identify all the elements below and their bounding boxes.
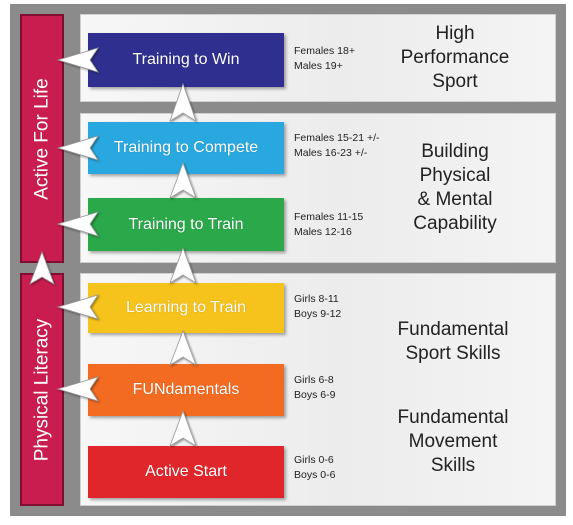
- category-line: High: [435, 23, 475, 44]
- left-arrow-icon: [56, 47, 99, 73]
- stage-learning-to-train: Learning to Train: [88, 283, 284, 333]
- category-line: Physical: [419, 165, 491, 186]
- ages-line: Females 18+: [294, 45, 355, 57]
- stage-active-start: Active Start: [88, 446, 284, 498]
- ages-line: Females 15-21 +/-: [294, 132, 380, 144]
- up-arrow-icon: [169, 246, 197, 284]
- category-line: & Mental: [417, 189, 493, 210]
- category-line: Sport Skills: [405, 343, 501, 364]
- left-arrow-icon: [56, 294, 99, 320]
- ages-line: Males 12-16: [294, 226, 352, 238]
- category-high-performance: High Performance Sport: [380, 22, 530, 94]
- ages-line: Females 11-15: [294, 211, 364, 223]
- stage-training-to-train: Training to Train: [88, 198, 284, 251]
- category-fundamental-movement: Fundamental Movement Skills: [378, 406, 528, 478]
- ages-line: Boys 6-9: [294, 389, 336, 401]
- ages-training-to-compete: Females 15-21 +/- Males 16-23 +/-: [294, 131, 380, 161]
- stage-training-to-win: Training to Win: [88, 33, 284, 87]
- left-arrow-icon: [56, 376, 99, 402]
- stage-fundamentals: FUNdamentals: [88, 364, 284, 416]
- ages-line: Males 19+: [294, 60, 343, 72]
- category-building-capability: Building Physical & Mental Capability: [380, 140, 530, 236]
- ages-active-start: Girls 0-6 Boys 0-6: [294, 453, 335, 483]
- stage-fundamentals-label: FUNdamentals: [132, 381, 240, 398]
- ages-line: Males 16-23 +/-: [294, 147, 368, 159]
- stage-training-to-train-label: Training to Train: [128, 215, 244, 233]
- up-arrow-icon: [29, 250, 55, 285]
- category-line: Capability: [413, 213, 497, 234]
- stage-training-to-win-label: Training to Win: [132, 51, 240, 68]
- ages-line: Boys 0-6: [294, 469, 336, 481]
- ages-learning-to-train: Girls 8-11 Boys 9-12: [294, 292, 341, 322]
- ages-training-to-win: Females 18+ Males 19+: [294, 44, 355, 74]
- up-arrow-icon: [169, 82, 197, 122]
- category-line: Fundamental: [397, 319, 509, 340]
- ages-fundamentals: Girls 6-8 Boys 6-9: [294, 373, 335, 403]
- ages-line: Girls 6-8: [294, 374, 334, 386]
- category-fundamental-sport: Fundamental Sport Skills: [378, 318, 528, 366]
- category-line: Building: [421, 141, 489, 162]
- category-line: Performance: [400, 47, 510, 68]
- left-arrow-icon: [56, 135, 99, 161]
- stage-training-to-compete: Training to Compete: [88, 122, 284, 174]
- category-line: Skills: [430, 455, 476, 476]
- ages-line: Girls 0-6: [294, 454, 334, 466]
- ages-line: Boys 9-12: [294, 308, 342, 320]
- stage-active-start-label: Active Start: [145, 463, 227, 480]
- left-arrow-icon: [56, 211, 99, 237]
- up-arrow-icon: [169, 329, 197, 366]
- up-arrow-icon: [169, 409, 197, 447]
- stage-training-to-compete-label: Training to Compete: [113, 139, 259, 156]
- category-line: Sport: [432, 71, 478, 92]
- category-line: Movement: [408, 431, 498, 452]
- ages-line: Girls 8-11: [294, 293, 339, 305]
- category-line: Fundamental: [397, 407, 509, 428]
- stage-learning-to-train-label: Learning to Train: [125, 299, 247, 316]
- ages-training-to-train: Females 11-15 Males 12-16: [294, 210, 363, 240]
- up-arrow-icon: [169, 161, 197, 199]
- sidebar-active-for-life: Active For Life: [20, 14, 64, 263]
